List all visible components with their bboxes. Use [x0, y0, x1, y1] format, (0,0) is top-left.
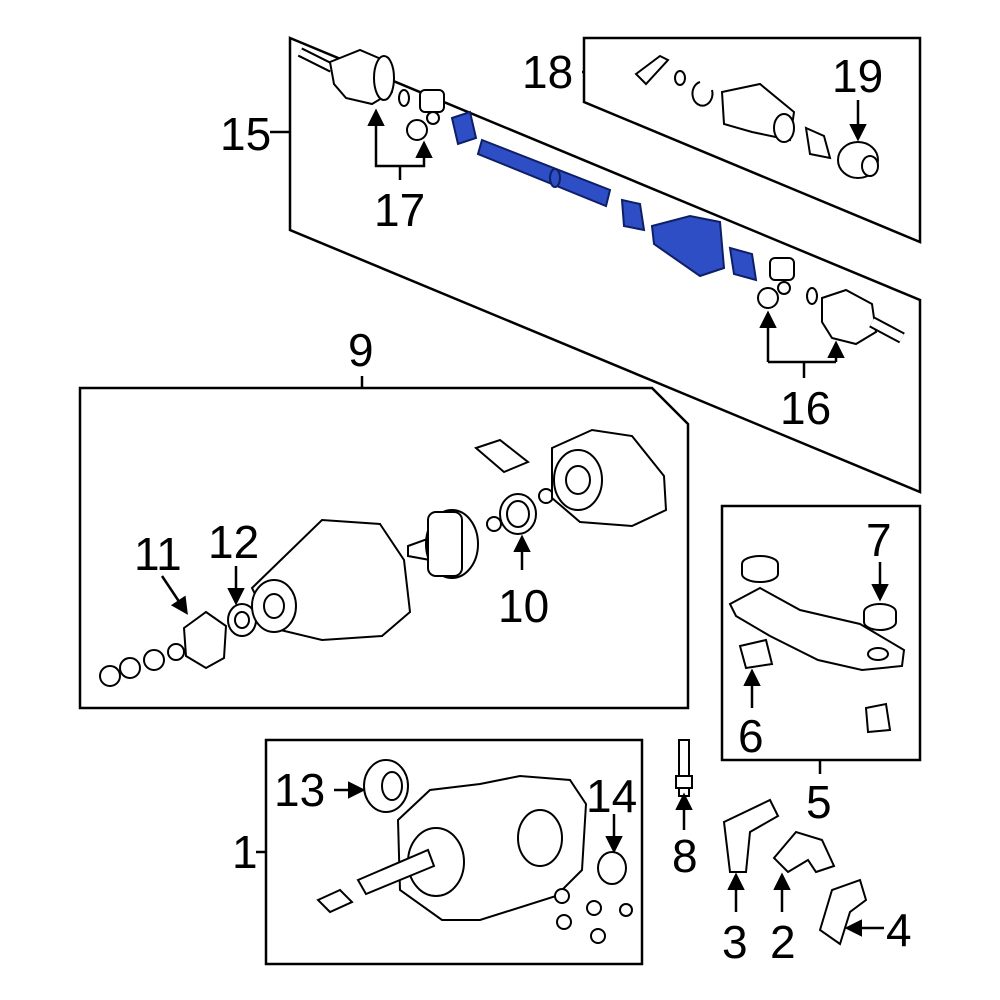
callout-10: 10	[498, 580, 549, 632]
outer-cv-joint-right	[821, 288, 905, 346]
boot-clamp-left	[450, 110, 478, 146]
callout-7: 7	[866, 514, 892, 566]
callout-4: 4	[886, 904, 912, 956]
small-bolts	[554, 888, 633, 944]
lower-bushing	[864, 702, 892, 734]
shim-ring	[499, 493, 537, 535]
bolt-8	[675, 739, 693, 797]
boot-clamp-right	[728, 246, 758, 282]
outer-cv-joint-left	[297, 47, 395, 106]
differential-group	[78, 376, 690, 710]
companion-flange	[182, 610, 228, 670]
small-clip	[674, 70, 686, 86]
callout-17: 17	[374, 184, 425, 236]
circlip	[691, 81, 714, 107]
mount-bushing-6	[738, 638, 774, 670]
differential-housing	[396, 774, 588, 921]
drive-nut-washers	[99, 643, 185, 687]
boot-kit-group	[582, 36, 922, 244]
kit-bushing	[837, 141, 879, 179]
callout-15: 15	[220, 108, 271, 160]
callout-1: 1	[232, 826, 258, 878]
differential-carrier	[250, 518, 412, 642]
axle-shaft	[476, 138, 612, 208]
bearing-14	[597, 851, 627, 885]
bracket-3	[722, 798, 780, 873]
mount-bracket	[474, 438, 530, 474]
callout-13: 13	[274, 764, 325, 816]
callout-9: 9	[348, 324, 374, 376]
callout-12: 12	[208, 516, 259, 568]
kit-boot	[720, 82, 796, 143]
callout-8: 8	[672, 830, 698, 882]
bracket-2	[772, 830, 836, 874]
mount-bushing-7	[863, 603, 897, 631]
tripod-left	[406, 89, 445, 141]
spacer-2	[538, 488, 554, 504]
pinion-gear	[407, 509, 479, 579]
clip-left	[398, 89, 410, 107]
mount-bracket-5	[728, 586, 906, 672]
callout-11: 11	[134, 528, 182, 580]
callout-18: 18	[522, 46, 573, 98]
mount-group	[720, 504, 922, 774]
callout-labels: 1 2 3 4 5 6 7 8 9 10 11 12 13 14 15 16 1…	[134, 46, 912, 968]
axle-shaft-group	[270, 36, 922, 494]
upper-bushing	[741, 555, 779, 583]
axle-shaft-box	[288, 36, 922, 494]
callout-2: 2	[770, 916, 796, 968]
bracket-parts	[675, 739, 884, 946]
callout-16: 16	[780, 382, 831, 434]
callout-3: 3	[722, 916, 748, 968]
spacer	[486, 516, 502, 532]
shaft-ring	[549, 168, 561, 188]
bracket-4	[818, 878, 868, 946]
boot-clamp-middle	[620, 198, 646, 232]
input-shaft	[356, 848, 436, 896]
callout-6: 6	[738, 710, 764, 762]
callout-5: 5	[806, 776, 832, 828]
kit-clamp	[804, 126, 832, 160]
outer-boot	[650, 214, 726, 278]
clip-right	[806, 287, 818, 305]
bearing-housing	[551, 428, 668, 528]
callout-14: 14	[586, 770, 637, 822]
plate	[316, 888, 354, 914]
boot-kit-box	[582, 36, 922, 244]
tripod-right	[757, 257, 795, 309]
grease-packet	[634, 54, 670, 86]
differential-assembly-group	[256, 738, 644, 966]
callout-19: 19	[832, 50, 883, 102]
pulley-13	[363, 759, 409, 813]
